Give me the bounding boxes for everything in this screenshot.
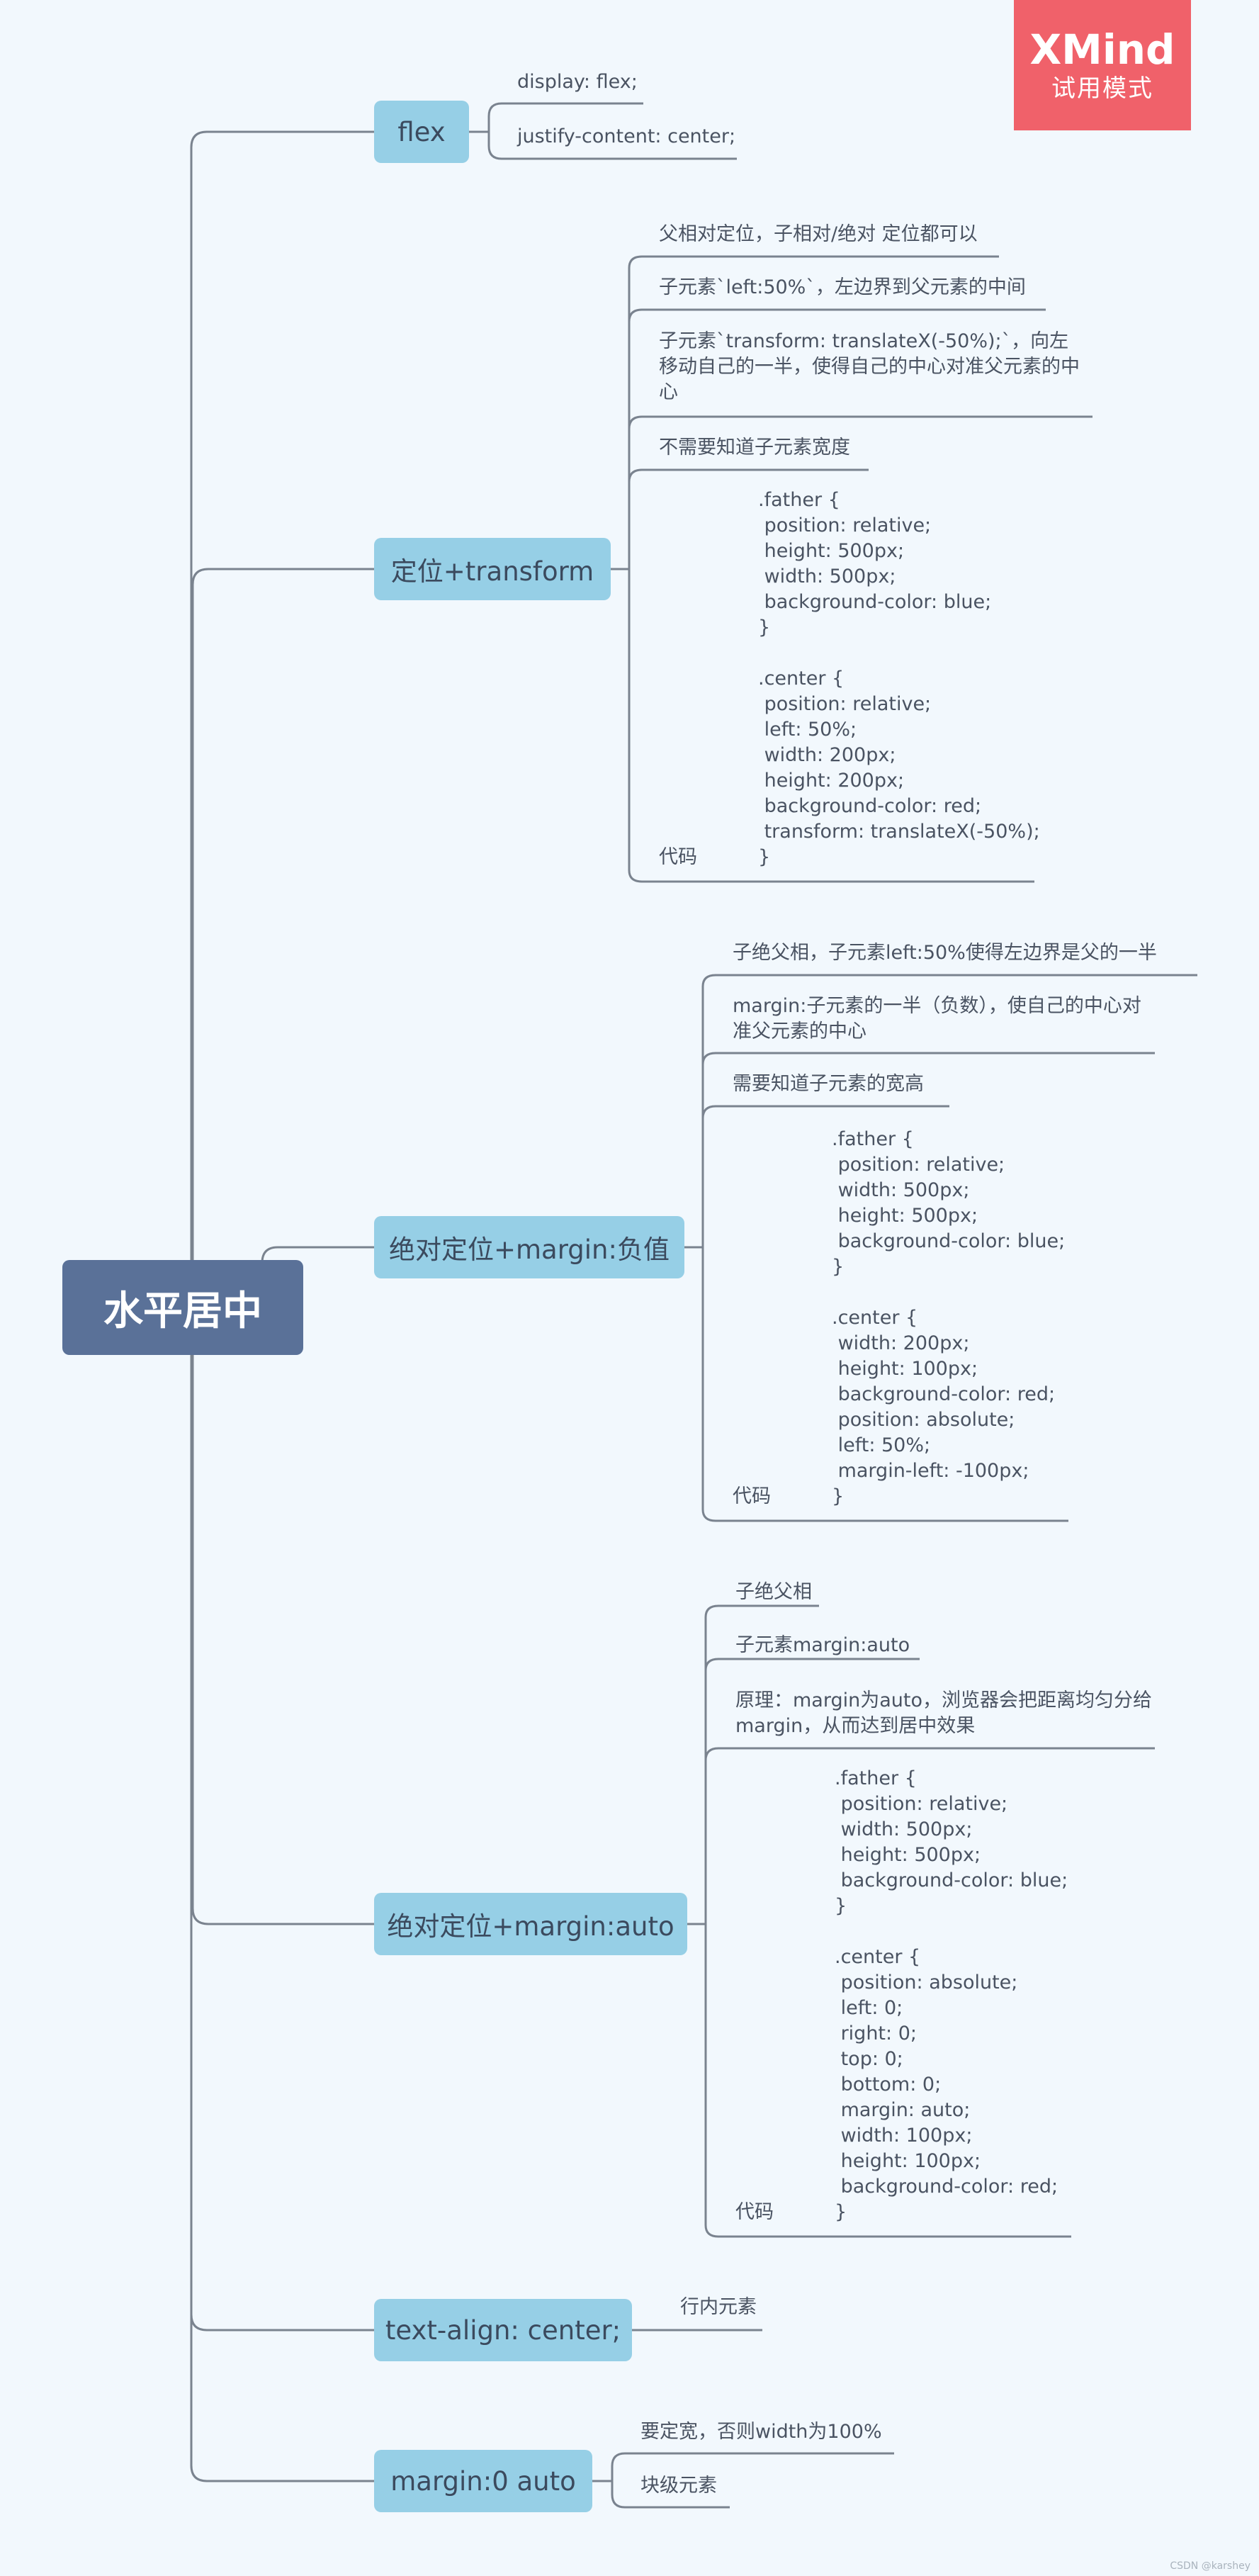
leaf-transform-translate: 子元素`transform: translateX(-50%);`，向左移动自己… — [659, 330, 1080, 403]
leaf-transform-parent: 父相对定位，子相对/绝对 定位都可以 — [659, 223, 978, 245]
credit-text: CSDN @karshey — [1170, 2560, 1250, 2572]
leaf-auto-principle: 原理：margin为auto，浏览器会把距离均匀分给margin，从而达到居中效… — [735, 1689, 1152, 1737]
leaf-flex-display: display: flex; — [517, 71, 638, 93]
leaf-block-element: 块级元素 — [640, 2475, 717, 2497]
code-label: 代码 — [659, 846, 697, 868]
badge-brand: XMind — [1029, 26, 1175, 74]
branch-flex[interactable]: flex — [374, 101, 469, 163]
leaf-negative-abs: 子绝父相，子元素left:50%使得左边界是父的一半 — [733, 942, 1157, 964]
leaf-negative-need-size: 需要知道子元素的宽高 — [733, 1073, 924, 1095]
leaf-auto-margin: 子元素margin:auto — [735, 1634, 910, 1656]
code-label: 代码 — [733, 1485, 771, 1507]
branch-margin-auto[interactable]: margin:0 auto — [374, 2450, 592, 2512]
leaf-auto-abs: 子绝父相 — [735, 1581, 812, 1603]
branch-text-align[interactable]: text-align: center; — [374, 2299, 632, 2361]
leaf-transform-left: 子元素`left:50%`，左边界到父元素的中间 — [659, 276, 1026, 298]
badge-mode: 试用模式 — [1051, 74, 1153, 103]
code-block: .father { position: relative; width: 500… — [835, 1767, 1068, 2223]
branch-position-transform[interactable]: 定位+transform — [374, 538, 611, 600]
leaf-transform-no-width: 不需要知道子元素宽度 — [659, 437, 850, 459]
leaf-flex-justify: justify-content: center; — [517, 125, 736, 147]
code-block: .father { position: relative; height: 50… — [758, 489, 1040, 868]
branch-absolute-negative-margin[interactable]: 绝对定位+margin:负值 — [374, 1216, 684, 1278]
root-topic[interactable]: 水平居中 — [62, 1260, 303, 1355]
xmind-trial-badge: XMind 试用模式 — [1014, 0, 1191, 130]
code-label: 代码 — [735, 2201, 774, 2223]
code-block: .father { position: relative; width: 500… — [832, 1128, 1066, 1507]
leaf-fixed-width: 要定宽，否则width为100% — [640, 2421, 882, 2443]
branch-absolute-margin-auto[interactable]: 绝对定位+margin:auto — [374, 1893, 687, 1955]
leaf-inline-element: 行内元素 — [680, 2296, 757, 2318]
leaf-negative-margin: margin:子元素的一半（负数），使自己的中心对准父元素的中心 — [733, 995, 1141, 1042]
